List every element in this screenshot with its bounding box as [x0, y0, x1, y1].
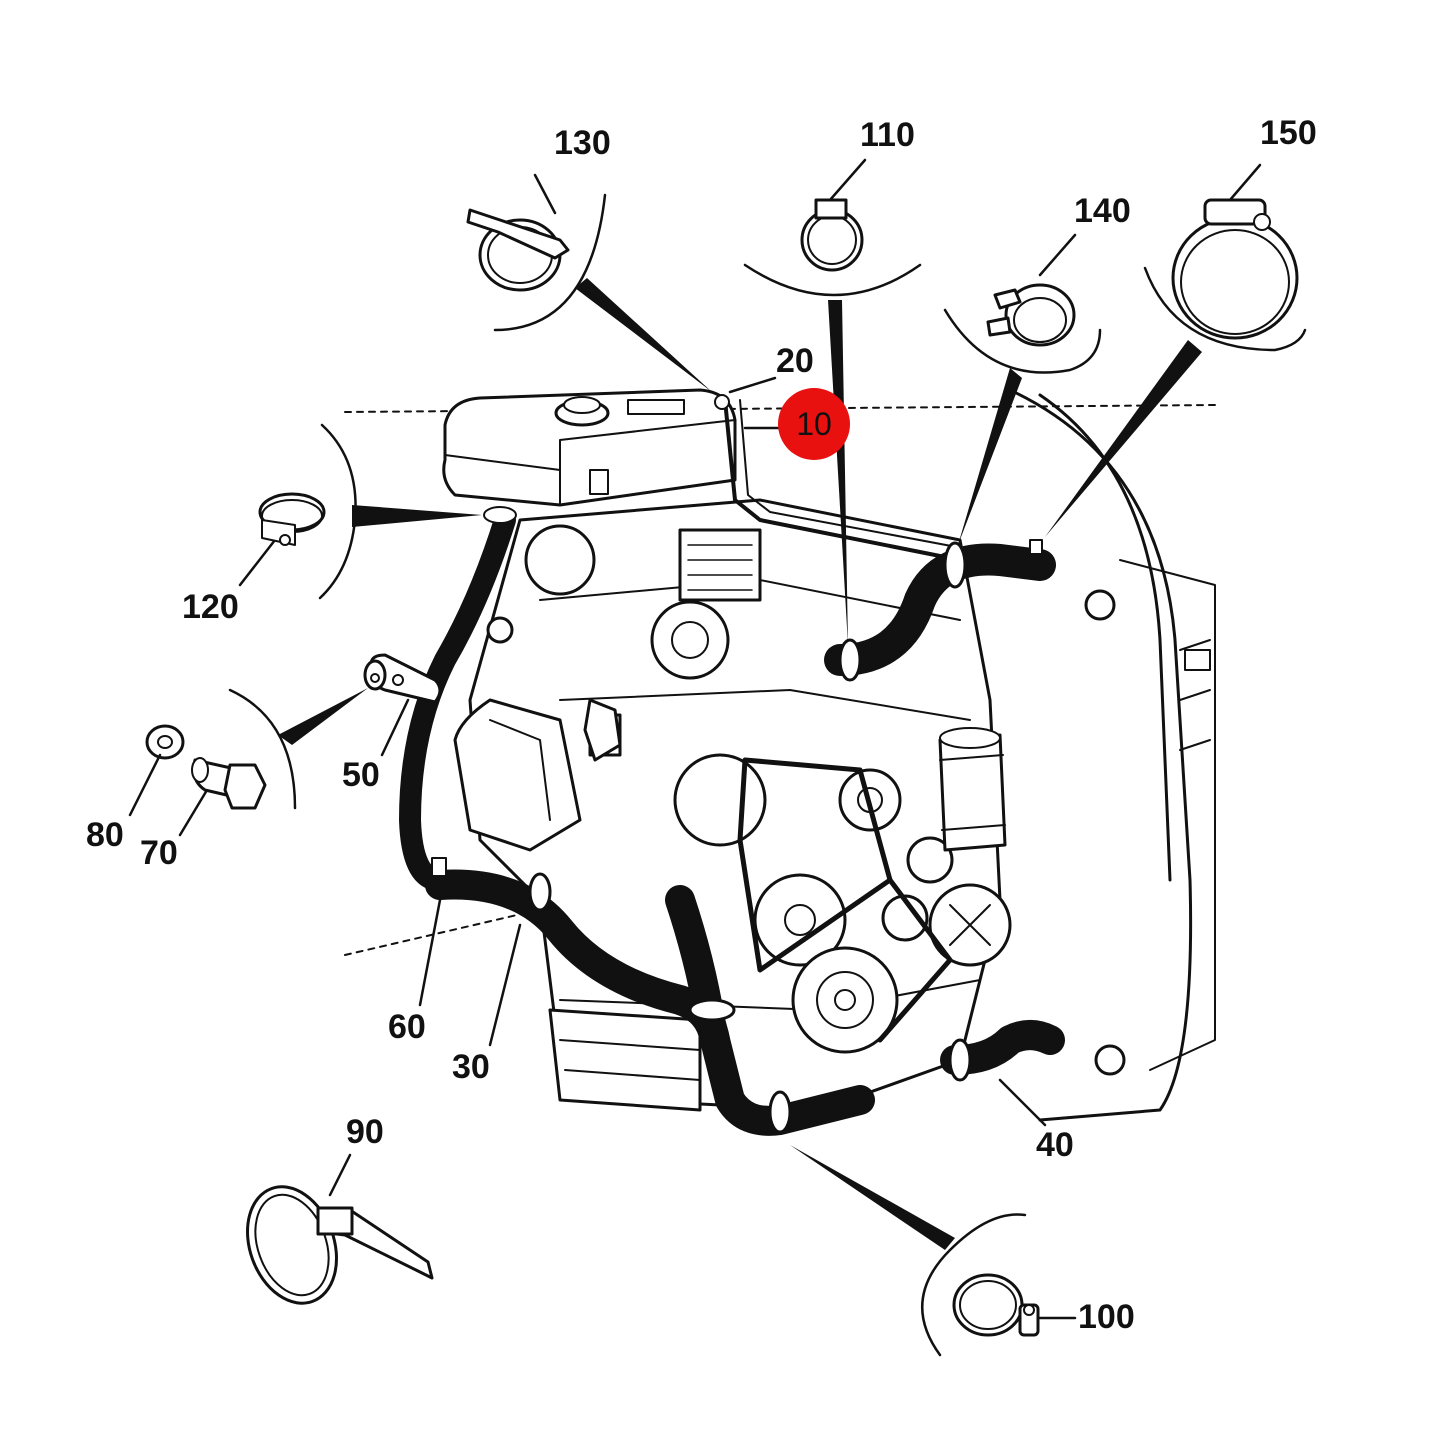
callout-80: 80	[86, 816, 124, 854]
hose-right-lower	[940, 1020, 1126, 1082]
clamp-140-icon	[986, 283, 1076, 347]
callout-30: 30	[452, 1048, 490, 1086]
leader-lines	[128, 158, 1262, 1320]
clamp-130-icon	[466, 208, 570, 292]
leader-wedges	[278, 278, 1202, 1250]
clamp-100-icon	[952, 1273, 1040, 1337]
callout-60: 60	[388, 1008, 426, 1046]
callout-20: 20	[776, 342, 814, 380]
callout-10: 10	[796, 405, 832, 442]
expansion-tank	[442, 388, 963, 562]
callout-100: 100	[1078, 1298, 1135, 1336]
callout-110: 110	[860, 116, 915, 154]
clamp-150-icon	[1171, 198, 1299, 340]
hose-left-vertical	[399, 506, 517, 891]
callout-10-highlight: 10	[778, 388, 850, 460]
hose-upper	[824, 539, 1116, 682]
callout-40: 40	[1036, 1126, 1074, 1164]
clamp-110-icon	[800, 198, 864, 272]
callout-130: 130	[554, 124, 611, 162]
bolt-70-icon	[191, 757, 267, 810]
spacer-50-icon	[363, 653, 442, 704]
callout-50: 50	[342, 756, 380, 794]
callout-120: 120	[182, 588, 239, 626]
firewall-panel	[344, 388, 1216, 1122]
callout-150: 150	[1260, 114, 1317, 152]
callout-70: 70	[140, 834, 178, 872]
clamp-120-icon	[258, 492, 326, 546]
callout-90: 90	[346, 1113, 384, 1151]
callout-140: 140	[1074, 192, 1131, 230]
cable-tie-90-icon	[246, 1185, 434, 1305]
hose-lower	[425, 857, 875, 1136]
washer-80-icon	[145, 724, 185, 760]
